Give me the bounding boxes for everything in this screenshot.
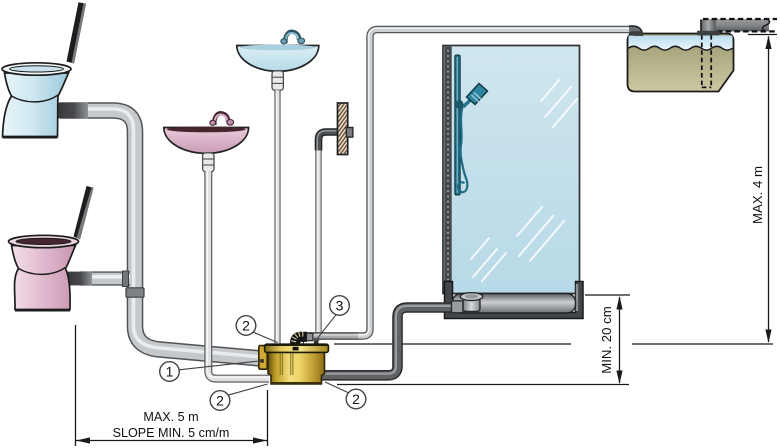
svg-text:MAX. 5 m: MAX. 5 m <box>143 410 198 424</box>
svg-text:3: 3 <box>336 298 344 314</box>
svg-text:SLOPE MIN. 5 cm/m: SLOPE MIN. 5 cm/m <box>113 426 230 440</box>
svg-text:2: 2 <box>242 318 250 334</box>
svg-text:2: 2 <box>216 393 224 409</box>
svg-text:2: 2 <box>352 391 360 407</box>
svg-text:MAX. 4 m: MAX. 4 m <box>750 166 765 224</box>
svg-text:1: 1 <box>166 364 174 380</box>
svg-text:MIN. 20 cm: MIN. 20 cm <box>599 306 614 373</box>
